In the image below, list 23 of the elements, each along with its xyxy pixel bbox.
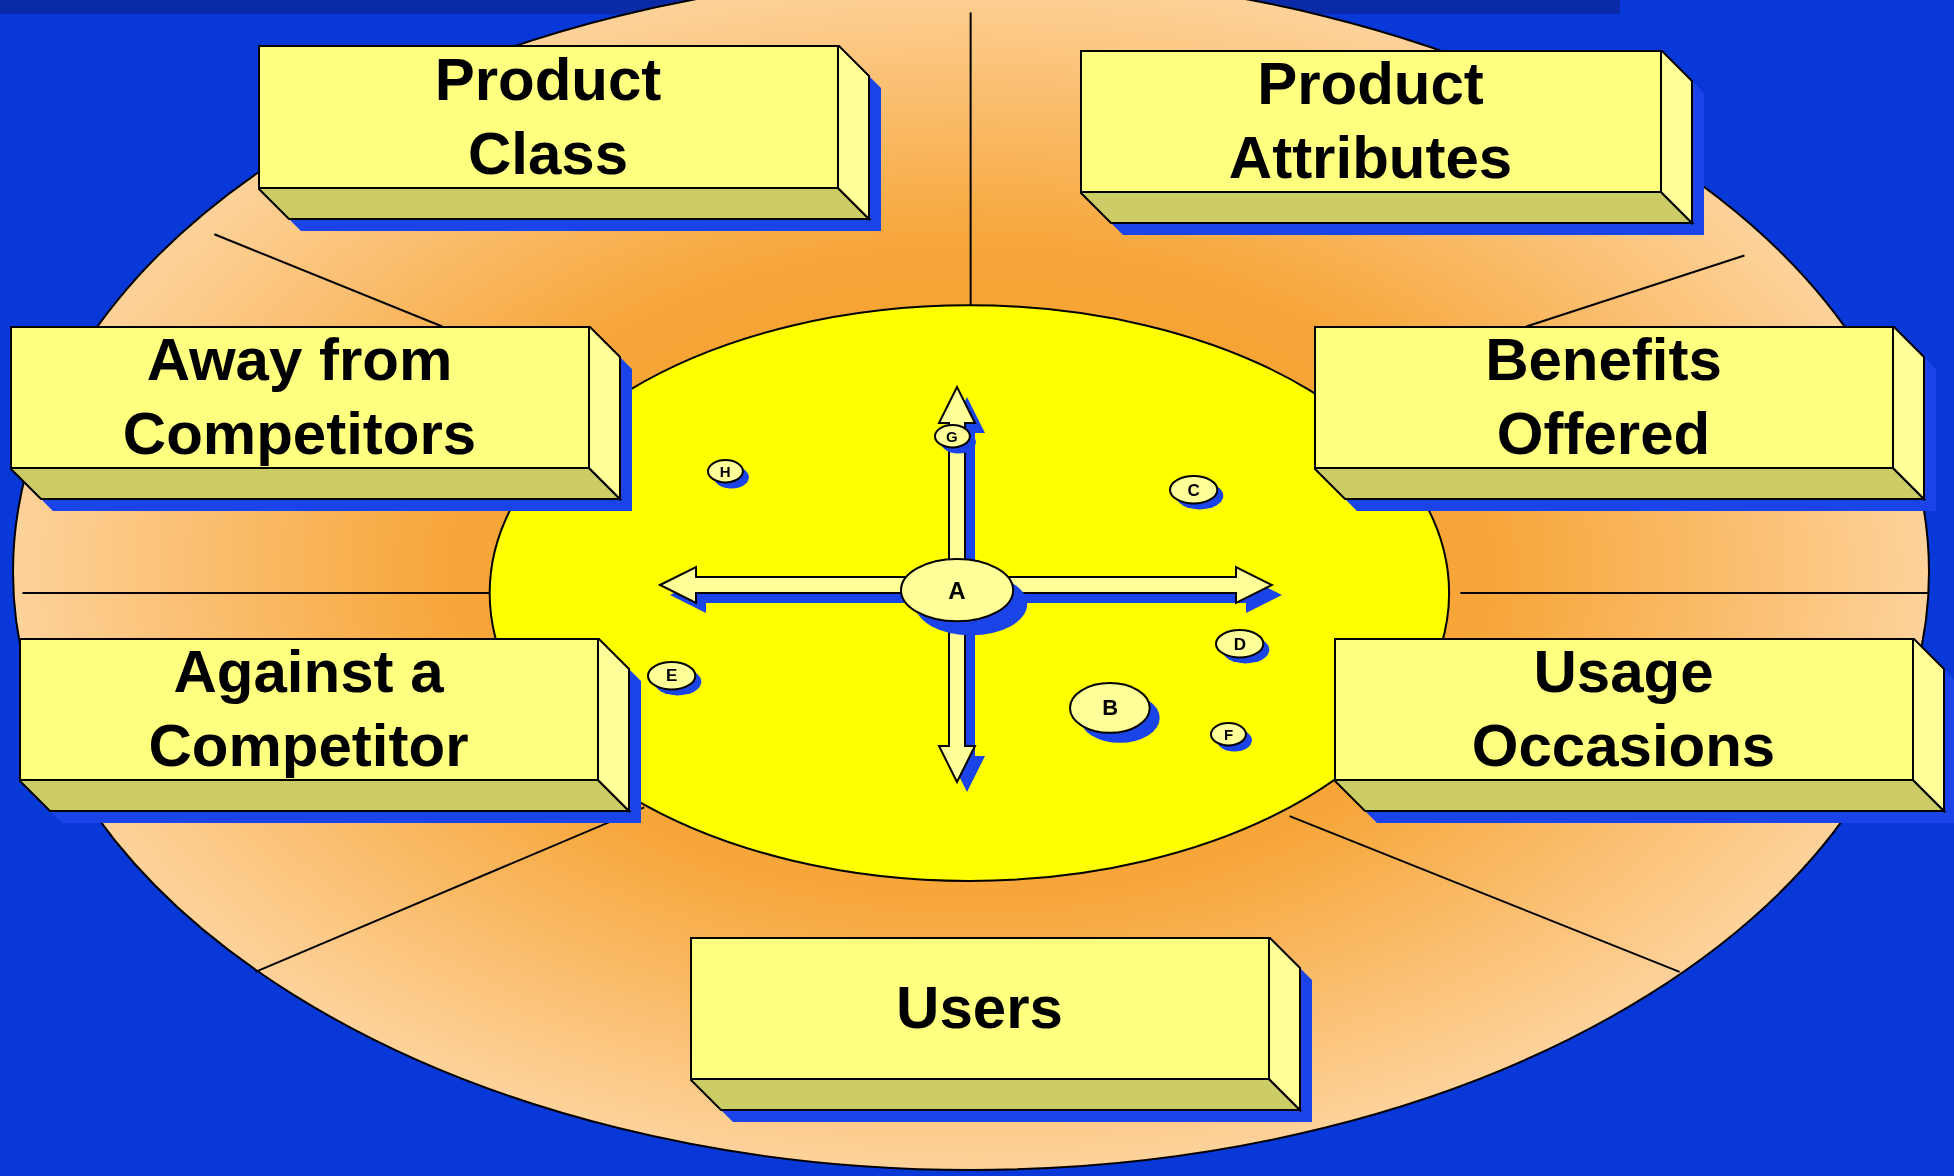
map-point-ellipse — [898, 557, 1029, 638]
point-label: A — [948, 578, 966, 603]
box-label: Against a Competitor — [147, 637, 470, 781]
box-label: Users — [896, 973, 1063, 1043]
box-label: Away from Competitors — [122, 325, 477, 469]
map-point-ellipse — [932, 422, 978, 456]
map-point-ellipse — [1068, 680, 1162, 745]
box-label: Product Attributes — [1227, 49, 1514, 193]
point-label: E — [665, 666, 678, 684]
map-point-ellipse — [1214, 628, 1272, 666]
point-label: C — [1187, 481, 1200, 499]
box-label: Benefits Offered — [1484, 325, 1723, 469]
box-label: Product Class — [433, 44, 663, 189]
map-point-ellipse — [705, 457, 751, 491]
point-label: G — [946, 428, 958, 444]
point-label: D — [1233, 635, 1246, 653]
map-point-ellipse — [1168, 473, 1226, 512]
point-label: F — [1223, 726, 1234, 742]
box-label: Usage Occasions — [1470, 637, 1777, 781]
point-label: B — [1102, 696, 1119, 719]
point-label: H — [719, 463, 731, 479]
map-point-ellipse — [645, 659, 704, 698]
map-point-ellipse — [1209, 720, 1254, 754]
